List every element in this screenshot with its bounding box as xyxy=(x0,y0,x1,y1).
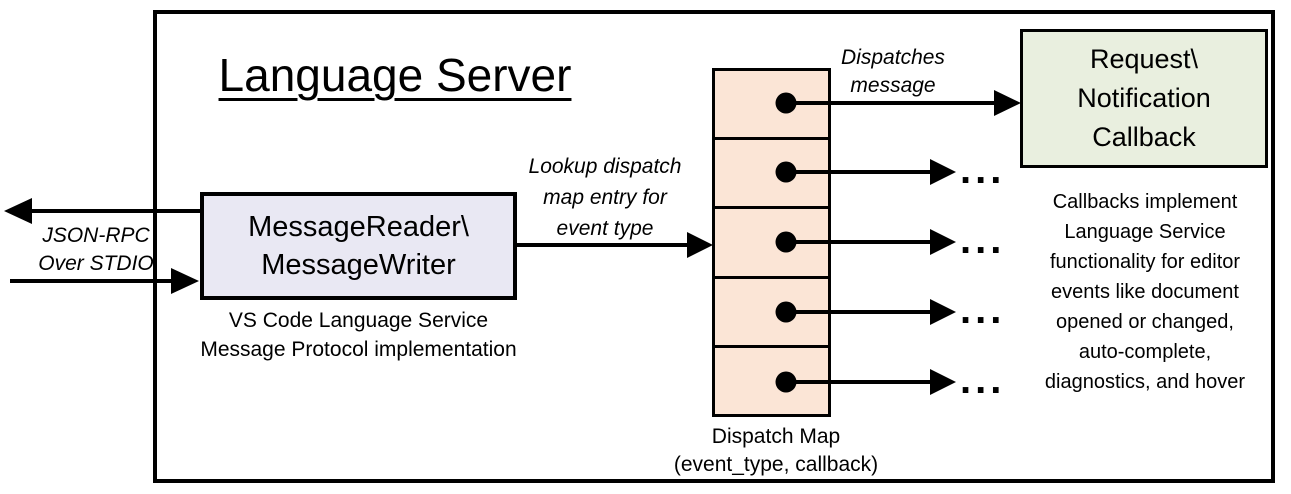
dispatch-map-caption: Dispatch Map (event_type, callback) xyxy=(673,425,879,476)
ellipsis: ... xyxy=(960,148,1006,192)
dispatch-map-entry xyxy=(715,209,828,279)
request-notification-callback-box: Request\ Notification Callback xyxy=(1020,29,1268,168)
dispatch-map-entry xyxy=(715,279,828,348)
json-rpc-stdio-label: JSON-RPC Over STDIO xyxy=(38,224,154,275)
dispatch-map-entry xyxy=(715,140,828,210)
dispatch-map-entry xyxy=(715,348,828,414)
diagram-title: Language Server xyxy=(218,49,572,101)
message-reader-writer-box: MessageReader\ MessageWriter xyxy=(200,192,517,300)
message-reader-caption: VS Code Language Service Message Protoco… xyxy=(200,309,517,361)
callbacks-note: Callbacks implement Language Service fun… xyxy=(1044,191,1246,393)
dispatches-message-label: Dispatches message xyxy=(841,46,945,97)
ellipsis: ... xyxy=(960,358,1006,402)
lookup-dispatch-label: Lookup dispatch map entry for event type xyxy=(528,155,682,240)
ellipsis: ... xyxy=(960,288,1006,332)
ellipsis: ... xyxy=(960,218,1006,262)
language-server-boundary-box xyxy=(153,10,1275,483)
dispatch-map-entry xyxy=(715,71,828,141)
dispatch-map-box xyxy=(712,68,831,417)
